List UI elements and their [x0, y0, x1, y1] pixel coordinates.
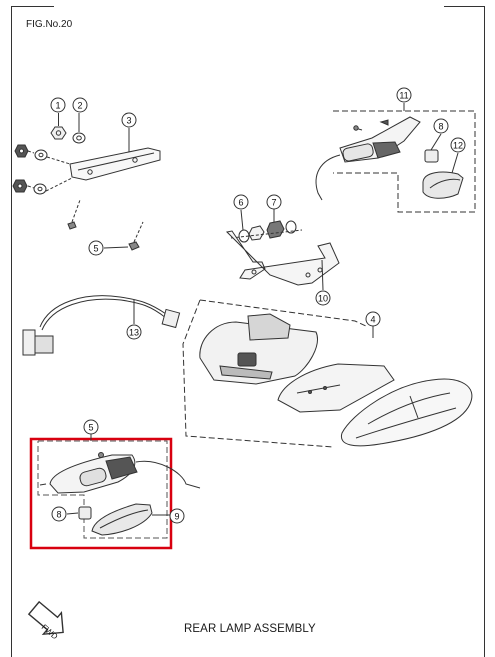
part-3-bracket	[69, 128, 161, 181]
frame-tab	[54, 0, 444, 8]
callout-4: 4	[365, 311, 381, 327]
svg-text:3: 3	[126, 116, 131, 126]
part-11-turn-signal	[315, 103, 476, 213]
svg-text:9: 9	[174, 512, 179, 522]
svg-text:10: 10	[318, 294, 328, 304]
callout-3: 3	[121, 112, 137, 128]
callout-9: 9	[169, 508, 185, 524]
part-2-washer	[72, 113, 86, 144]
part-13-wire-harness	[22, 295, 181, 356]
figure-caption: REAR LAMP ASSEMBLY	[184, 623, 316, 635]
fwd-arrow-icon	[27, 600, 64, 635]
part-10-bracket	[225, 209, 340, 291]
part-4-rear-lamp	[182, 299, 473, 448]
callout-8-bulb: 8	[51, 506, 67, 522]
callout-5-assembly: 5	[83, 419, 99, 435]
svg-text:8: 8	[56, 510, 61, 520]
callout-13: 13	[126, 324, 142, 340]
svg-text:5: 5	[93, 244, 98, 254]
svg-text:5: 5	[88, 423, 93, 433]
svg-text:4: 4	[370, 315, 375, 325]
svg-text:13: 13	[129, 328, 139, 338]
callout-7: 7	[266, 194, 282, 210]
part-1-nut	[50, 113, 67, 140]
figure-number: FIG.No.20	[26, 19, 73, 30]
svg-text:8: 8	[438, 122, 443, 132]
callout-5: 5	[88, 240, 104, 256]
callout-1: 1	[50, 97, 66, 113]
part-5-turn-signal-assembly	[37, 434, 201, 539]
svg-text:11: 11	[399, 91, 408, 101]
part-5-screw	[103, 221, 144, 251]
svg-text:12: 12	[453, 141, 463, 151]
callout-12: 12	[450, 137, 466, 153]
callout-11: 11	[396, 87, 412, 103]
callout-6: 6	[233, 194, 249, 210]
left-hardware	[12, 144, 81, 230]
svg-text:1: 1	[55, 101, 60, 111]
svg-text:7: 7	[271, 198, 276, 208]
callout-2: 2	[72, 97, 88, 113]
svg-text:6: 6	[238, 198, 243, 208]
svg-text:2: 2	[77, 101, 82, 111]
callout-10: 10	[315, 290, 331, 306]
highlight-box	[29, 437, 173, 550]
callout-8: 8	[433, 118, 449, 134]
